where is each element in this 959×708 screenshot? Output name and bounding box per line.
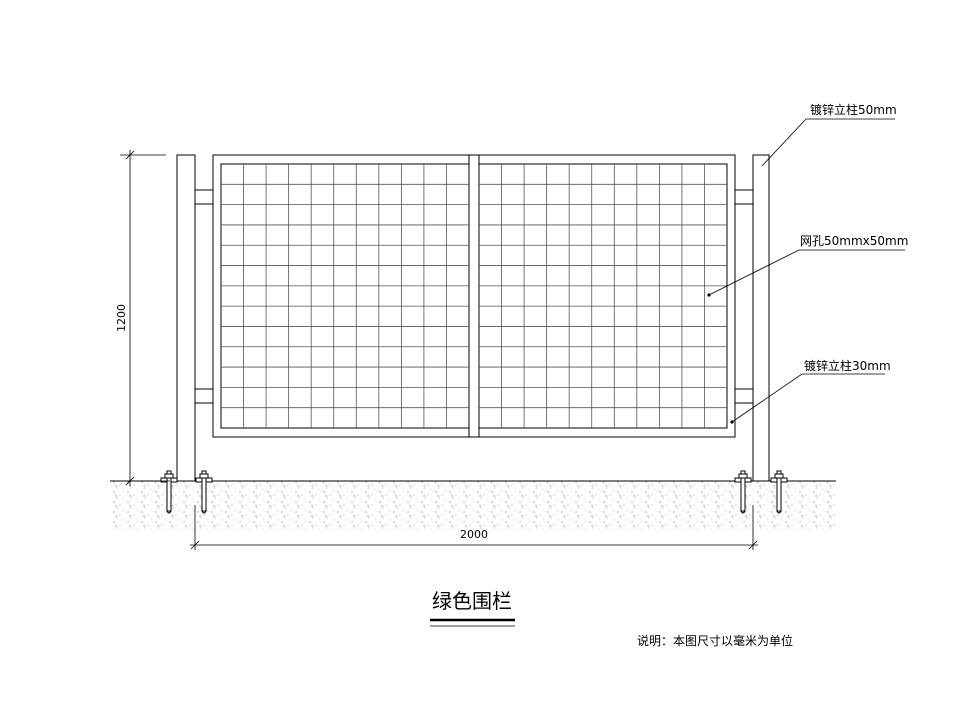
width-dimension-label: 2000 [460, 528, 488, 541]
right-post [752, 154, 770, 482]
height-dimension [120, 150, 170, 486]
leader-mesh-dot [707, 293, 711, 297]
width-dimension [190, 505, 758, 550]
anchor-bolt [160, 470, 178, 514]
anchor-bolts [160, 470, 788, 514]
leader-post-lower-dot [730, 420, 734, 424]
anchor-bolt [195, 470, 213, 514]
anchor-bolt [770, 470, 788, 514]
title-underline [430, 618, 515, 627]
label-post-lower: 镀锌立柱30mm [804, 358, 891, 373]
fence-frame [212, 154, 736, 438]
leader-post-lower [731, 373, 885, 423]
ground [110, 480, 836, 531]
label-post-top: 镀锌立柱50mm [810, 102, 897, 117]
unit-note: 说明：本图尺寸以毫米为单位 [637, 633, 793, 648]
left-post [176, 154, 196, 482]
label-mesh: 网孔50mmx50mm [800, 234, 908, 248]
drawing-title: 绿色围栏 [432, 589, 512, 613]
leader-mesh [708, 249, 905, 296]
mesh-grid [221, 164, 727, 428]
anchor-bolt [734, 470, 752, 514]
leader-post-top [761, 118, 895, 167]
panel-clips [194, 189, 754, 404]
height-dimension-label: 1200 [115, 304, 128, 332]
